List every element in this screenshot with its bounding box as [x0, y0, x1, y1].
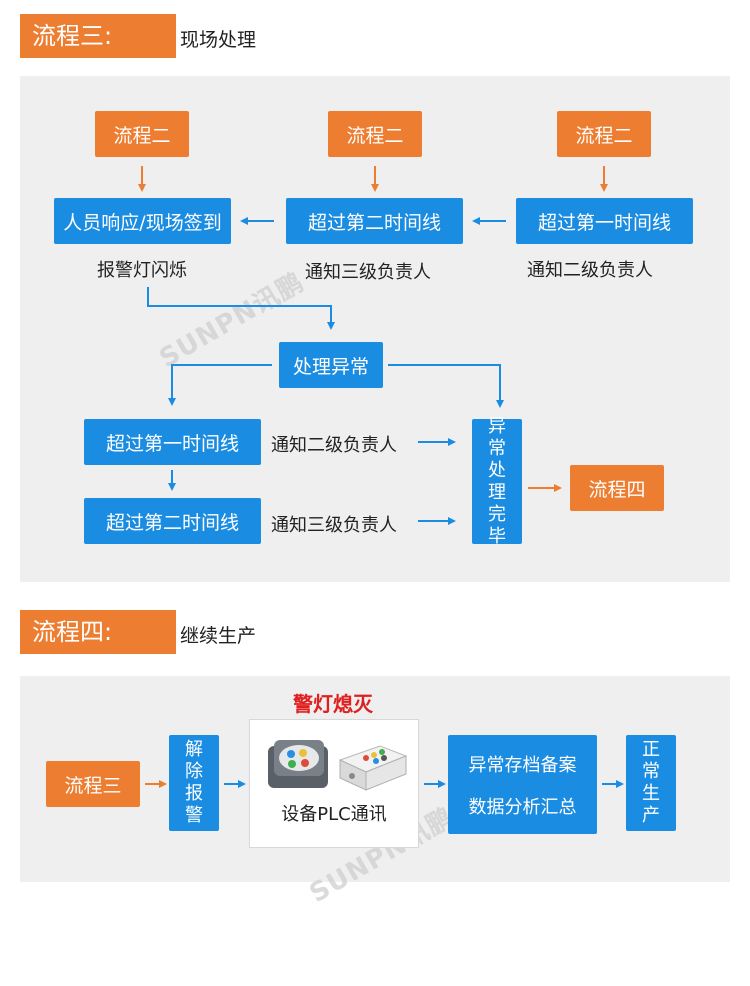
flow2-box-left: 流程二: [95, 111, 189, 157]
char: 完: [488, 503, 506, 525]
char: 报: [185, 783, 203, 804]
connector-to-handle: [147, 287, 335, 330]
device-plc-label: 设备PLC通讯: [281, 804, 387, 825]
lamp-off-label: 警灯熄灭: [293, 692, 373, 716]
step-release-alarm: 解 除 报 警: [169, 735, 219, 831]
step-handle-exception: 处理异常: [279, 342, 383, 388]
arrows-top-down: [138, 166, 608, 192]
section3-tag-label: 流程三:: [32, 22, 113, 50]
connector-handle-split: [168, 364, 504, 525]
step-response-signin: 人员响应/现场签到: [54, 198, 231, 244]
char: 正: [642, 739, 660, 760]
note-alarm-lamp: 报警灯闪烁: [97, 260, 187, 281]
section3-subtitle: 现场处理: [180, 29, 257, 51]
char: 常: [642, 761, 660, 782]
archive-line1: 异常存档备案: [468, 754, 577, 776]
note-notify-level2: 通知二级负责人: [527, 260, 653, 281]
char: 理: [488, 481, 506, 503]
device-card: 设备PLC通讯: [249, 719, 419, 848]
char: 常: [488, 437, 506, 459]
step-exceed-first: 超过第一时间线: [516, 198, 693, 244]
flow4-box: 流程四: [570, 465, 664, 511]
flow3-box: 流程三: [46, 761, 140, 807]
section3-tag-arrow: [156, 14, 176, 58]
alarm-light-device-icon: [268, 740, 328, 788]
char: 处: [488, 459, 506, 481]
branch-note-level2: 通知二级负责人: [271, 435, 397, 456]
step-archive-analysis: 异常存档备案 数据分析汇总: [448, 735, 597, 834]
char: 生: [642, 783, 660, 804]
char: 产: [642, 805, 660, 826]
archive-line2: 数据分析汇总: [468, 796, 577, 818]
char: 警: [185, 805, 203, 826]
flow2-box-mid: 流程二: [328, 111, 422, 157]
section4-tag-arrow: [156, 610, 176, 654]
section4-subtitle: 继续生产: [180, 625, 257, 647]
char: 除: [185, 761, 203, 782]
note-notify-level3: 通知三级负责人: [305, 262, 431, 283]
step-exceed-second: 超过第二时间线: [286, 198, 463, 244]
flow2-box-right: 流程二: [557, 111, 651, 157]
section4-tag: 流程四:: [20, 610, 176, 654]
section4-tag-label: 流程四:: [32, 618, 113, 646]
branch-exceed-first: 超过第一时间线: [84, 419, 261, 465]
step-exception-done: 异 常 处 理 完 毕: [472, 415, 522, 547]
char: 毕: [488, 525, 506, 547]
branch-note-level3: 通知三级负责人: [271, 515, 397, 536]
branch-exceed-second: 超过第二时间线: [84, 498, 261, 544]
char: 解: [185, 739, 203, 760]
char: 异: [488, 415, 506, 437]
controller-box-icon: [338, 745, 408, 791]
section3-tag: 流程三:: [20, 14, 176, 58]
step-resume-production: 正 常 生 产: [626, 735, 676, 831]
